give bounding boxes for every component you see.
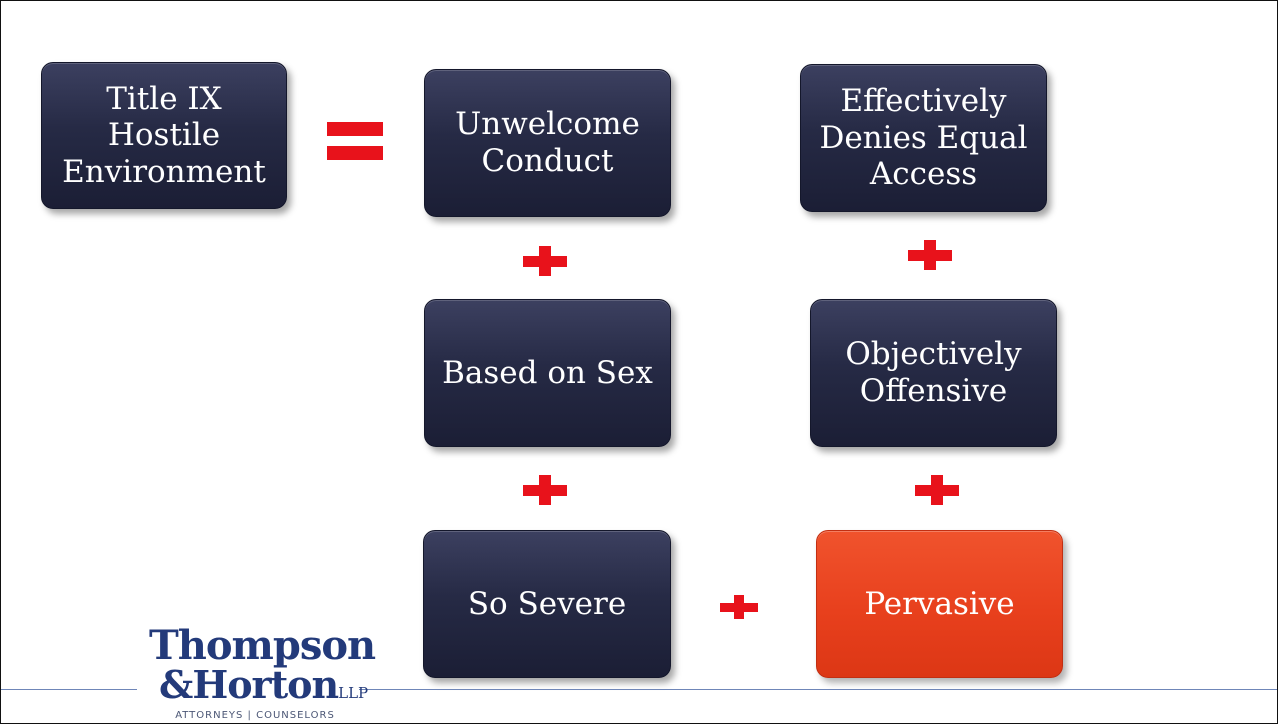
- logo-name-line2: &HortonLLP: [159, 666, 379, 712]
- logo-llp: LLP: [338, 684, 369, 702]
- footer-rule-left: [1, 689, 137, 690]
- box-effectively-denies-equal-access: Effectively Denies Equal Access: [800, 64, 1047, 212]
- logo-tagline: ATTORNEYS | COUNSELORS: [175, 710, 335, 721]
- logo-ampersand: &: [159, 662, 193, 707]
- box-unwelcome-conduct: Unwelcome Conduct: [424, 69, 671, 217]
- logo-name-line1: Thompson: [149, 622, 376, 669]
- footer-rule-right: [359, 689, 1277, 690]
- box-based-on-sex: Based on Sex: [424, 299, 671, 447]
- box-so-severe: So Severe: [423, 530, 671, 678]
- plus-sign-right-1: [908, 240, 952, 270]
- plus-sign-left-2: [523, 475, 567, 505]
- plus-sign-bottom: [720, 595, 758, 619]
- box-title-ix-hostile-environment: Title IX Hostile Environment: [41, 62, 287, 209]
- plus-sign-right-2: [915, 475, 959, 505]
- box-objectively-offensive: Objectively Offensive: [810, 299, 1057, 447]
- box-pervasive: Pervasive: [816, 530, 1063, 678]
- plus-sign-left-1: [523, 246, 567, 276]
- equals-sign: [327, 122, 383, 160]
- firm-logo: Thompson &HortonLLP: [149, 626, 379, 712]
- logo-horton: Horton: [192, 662, 339, 707]
